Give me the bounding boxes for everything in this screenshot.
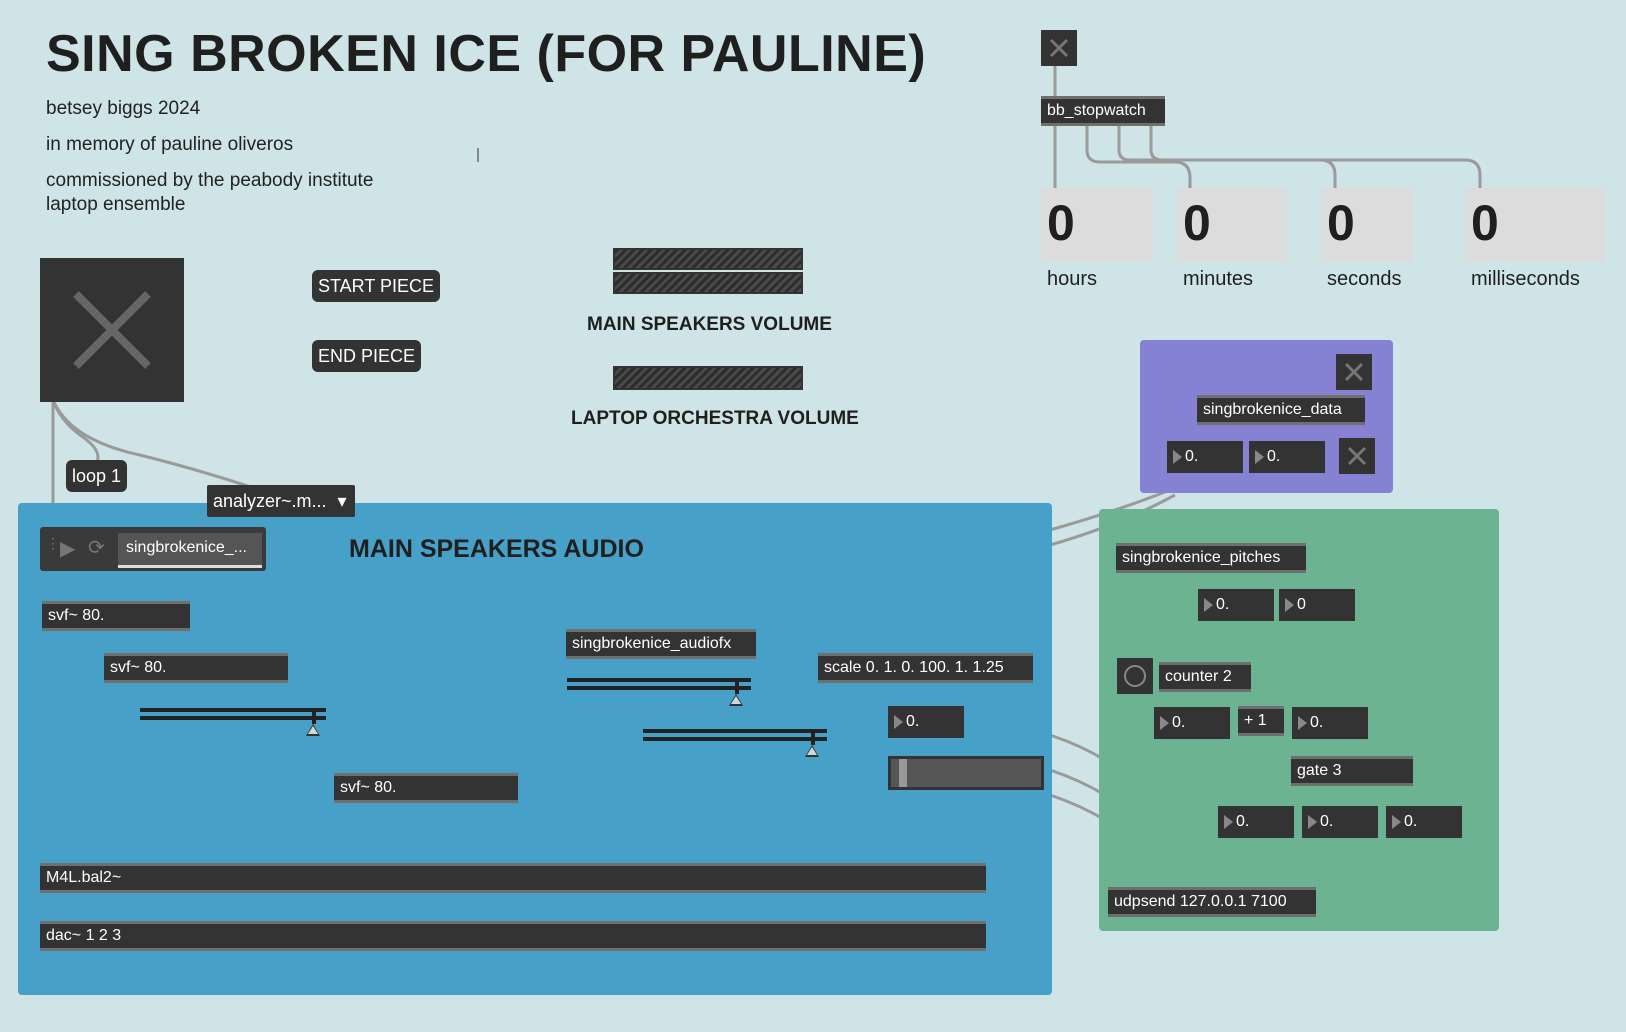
waveform-thumb: singbrokenice_... xyxy=(118,533,262,568)
main-volume-slider-1[interactable] xyxy=(613,248,803,270)
slider-handle-icon[interactable] xyxy=(306,724,320,736)
drag-handle-icon[interactable]: ⋮ xyxy=(46,535,60,551)
object-label: singbrokenice_pitches xyxy=(1122,549,1281,566)
commission-line-2: laptop ensemble xyxy=(46,194,186,215)
level-slider[interactable] xyxy=(888,756,1044,790)
object-label: svf~ 80. xyxy=(110,659,167,676)
number-box[interactable]: 0. xyxy=(1218,806,1294,838)
chevron-down-icon: ▾ xyxy=(337,491,347,511)
laptop-volume-slider[interactable] xyxy=(613,366,803,390)
scale-object[interactable]: scale 0. 1. 0. 100. 1. 1.25 xyxy=(818,653,1033,683)
data-toggle[interactable] xyxy=(1336,354,1372,390)
number-box[interactable]: 0. xyxy=(1302,806,1378,838)
main-volume-label: MAIN SPEAKERS VOLUME xyxy=(587,314,832,335)
laptop-volume-label: LAPTOP ORCHESTRA VOLUME xyxy=(571,408,859,429)
minutes-display: 0 xyxy=(1177,188,1287,262)
gain-slider-3[interactable] xyxy=(643,729,827,757)
singbrokenice-data-object[interactable]: singbrokenice_data xyxy=(1197,395,1365,425)
minutes-label: minutes xyxy=(1183,268,1254,290)
plus-one-object[interactable]: + 1 xyxy=(1238,706,1284,736)
main-speakers-audio-panel xyxy=(18,503,1052,995)
number-box[interactable]: 0. xyxy=(1167,441,1243,473)
main-volume-slider-2[interactable] xyxy=(613,272,803,294)
object-label: scale 0. 1. 0. 100. 1. 1.25 xyxy=(824,659,1004,676)
milliseconds-label: milliseconds xyxy=(1471,268,1580,290)
loop-icon[interactable]: ⟳ xyxy=(88,537,105,559)
number-box[interactable]: 0. xyxy=(888,706,964,738)
number-box[interactable]: 0. xyxy=(1198,589,1274,621)
hours-label: hours xyxy=(1047,268,1098,290)
object-label: singbrokenice_data xyxy=(1203,401,1342,418)
commission-line: commissioned by the peabody institute xyxy=(46,170,374,191)
number-box[interactable]: 0. xyxy=(1249,441,1325,473)
object-label: udpsend 127.0.0.1 7100 xyxy=(1114,893,1287,910)
object-label: M4L.bal2~ xyxy=(46,869,122,886)
slider-handle[interactable] xyxy=(899,759,907,787)
start-piece-button[interactable]: START PIECE xyxy=(312,270,441,302)
svf-object-2[interactable]: svf~ 80. xyxy=(104,653,288,683)
seconds-label: seconds xyxy=(1327,268,1402,290)
x-icon xyxy=(73,291,151,369)
audio-panel-title: MAIN SPEAKERS AUDIO xyxy=(349,535,644,563)
number-box[interactable]: 0. xyxy=(1386,806,1462,838)
main-toggle[interactable] xyxy=(40,258,184,402)
object-label: bb_stopwatch xyxy=(1047,102,1146,119)
singbrokenice-audiofx-object[interactable]: singbrokenice_audiofx xyxy=(566,629,756,659)
page-title: SING BROKEN ICE (FOR PAULINE) xyxy=(46,25,927,83)
slider-handle-icon[interactable] xyxy=(805,745,819,757)
object-label: singbrokenice_audiofx xyxy=(572,635,732,652)
slider-handle-icon[interactable] xyxy=(729,694,743,706)
stopwatch-toggle[interactable] xyxy=(1041,30,1077,66)
svf-object-3[interactable]: svf~ 80. xyxy=(334,773,518,803)
bang-circle-icon xyxy=(1124,665,1146,687)
counter-object[interactable]: counter 2 xyxy=(1159,662,1251,692)
playlist-player[interactable]: ⋮ ▶ ⟳ singbrokenice_... xyxy=(40,527,266,571)
number-box[interactable]: 0. xyxy=(1154,707,1230,739)
number-box[interactable]: 0. xyxy=(1292,707,1368,739)
m4l-bal2-object[interactable]: M4L.bal2~ xyxy=(40,863,986,893)
gain-slider-2[interactable] xyxy=(567,678,751,706)
bang-button[interactable] xyxy=(1117,658,1153,694)
x-icon xyxy=(1347,446,1367,466)
analyzer-label: analyzer~.m... xyxy=(213,491,327,511)
loop-message[interactable]: loop 1 xyxy=(66,460,128,492)
seconds-display: 0 xyxy=(1321,188,1413,262)
dac-object[interactable]: dac~ 1 2 3 xyxy=(40,921,986,951)
milliseconds-display: 0 xyxy=(1465,188,1605,262)
singbrokenice-pitches-object[interactable]: singbrokenice_pitches xyxy=(1116,543,1306,573)
x-icon xyxy=(1344,362,1364,382)
analyzer-menu[interactable]: analyzer~.m... ▾ xyxy=(207,485,355,517)
object-label: + 1 xyxy=(1244,712,1267,729)
author-line: betsey biggs 2024 xyxy=(46,98,201,119)
number-box[interactable]: 0 xyxy=(1279,589,1355,621)
dedication-line: in memory of pauline oliveros xyxy=(46,134,294,155)
gate-object[interactable]: gate 3 xyxy=(1291,756,1413,786)
x-icon xyxy=(1049,38,1069,58)
object-label: gate 3 xyxy=(1297,762,1342,779)
gain-slider-1[interactable] xyxy=(140,708,326,736)
udpsend-object[interactable]: udpsend 127.0.0.1 7100 xyxy=(1108,887,1316,917)
play-icon[interactable]: ▶ xyxy=(60,538,76,560)
data-toggle-2[interactable] xyxy=(1339,438,1375,474)
hours-display: 0 xyxy=(1041,188,1153,262)
end-piece-button[interactable]: END PIECE xyxy=(312,340,422,372)
object-label: svf~ 80. xyxy=(48,607,105,624)
divider-mark xyxy=(477,148,479,162)
object-label: counter 2 xyxy=(1165,668,1232,685)
bb-stopwatch-object[interactable]: bb_stopwatch xyxy=(1041,96,1165,126)
svf-object-1[interactable]: svf~ 80. xyxy=(42,601,190,631)
object-label: dac~ 1 2 3 xyxy=(46,927,122,944)
object-label: svf~ 80. xyxy=(340,779,397,796)
player-filename: singbrokenice_... xyxy=(126,539,247,556)
